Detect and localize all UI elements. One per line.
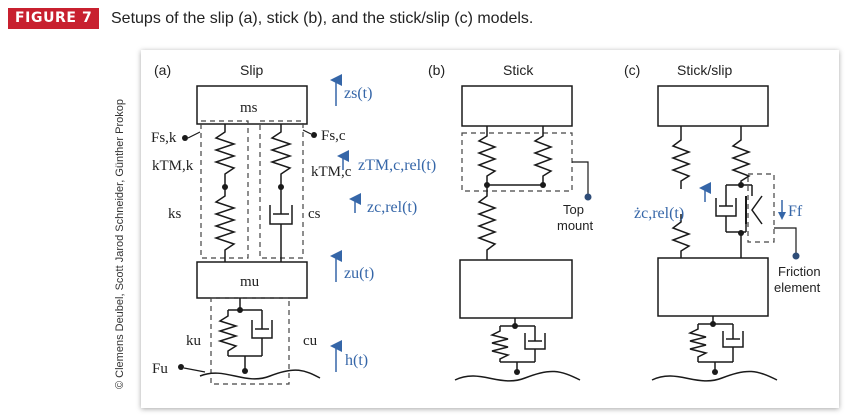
top-mount-spring-right xyxy=(532,126,554,185)
Ff-label: Ff xyxy=(788,203,803,220)
sprung-mass-box xyxy=(461,85,573,127)
panel-a-title: Slip xyxy=(240,62,264,78)
top-mount-label-2: mount xyxy=(557,218,594,233)
tire-spring xyxy=(687,324,709,362)
diagram-panel: (a) Slip ms Fs,k Fs,c kTM,k kTM,c ks cs … xyxy=(141,50,839,408)
unsprung-mass-box xyxy=(196,261,308,299)
zTM-label: zTM,c,rel(t) xyxy=(358,157,436,174)
sprung-mass-box xyxy=(657,85,769,127)
panel-b-tag: (b) xyxy=(428,62,445,78)
top-mount-spring-left xyxy=(670,126,692,189)
figure-header: FIGURE 7 Setups of the slip (a), stick (… xyxy=(0,0,852,34)
panel-b-title: Stick xyxy=(503,62,534,78)
zu-label: zu(t) xyxy=(344,265,374,282)
friction-pointer-dot xyxy=(792,252,800,260)
Fu-label: Fu xyxy=(152,361,168,377)
image-credit: © Clemens Deubel, Scott Jarod Schneider,… xyxy=(114,99,126,389)
ks-spring xyxy=(213,187,237,262)
tire-contact-dot xyxy=(514,369,520,375)
suspension-models-diagram: (a) Slip ms Fs,k Fs,c kTM,k kTM,c ks cs … xyxy=(151,62,821,385)
body-spring xyxy=(476,185,498,260)
panel-a-tag: (a) xyxy=(154,62,171,78)
friction-dashed-box xyxy=(747,173,775,243)
mu-label: mu xyxy=(240,274,260,290)
friction-leader xyxy=(774,227,797,255)
Fsc-leader xyxy=(302,129,312,135)
kTMk-label: kTM,k xyxy=(152,158,194,174)
kTMc-label: kTM,c xyxy=(311,164,352,180)
Ff-arrow-head xyxy=(778,212,786,220)
ks-label: ks xyxy=(168,206,182,222)
Fu-point xyxy=(178,364,184,370)
tire-dashed-box xyxy=(210,297,290,385)
panel-c-stick-slip: (c) Stick/slip Friction element Ff xyxy=(624,62,821,382)
tire-spring xyxy=(489,326,511,362)
zcrel-label: zc,rel(t) xyxy=(367,199,417,216)
Fsk-leader xyxy=(187,131,201,139)
ku-label: ku xyxy=(186,333,202,349)
Fsc-point xyxy=(311,132,317,138)
Fsk-label: Fs,k xyxy=(151,130,177,146)
kTMc-spring xyxy=(269,124,293,186)
unsprung-mass-box xyxy=(459,259,573,319)
ms-label: ms xyxy=(240,100,258,116)
ku-spring xyxy=(217,310,239,356)
zcdot-label: żc,rel(t) xyxy=(634,205,684,222)
sprung-mass-box xyxy=(196,85,308,125)
h-label: h(t) xyxy=(345,352,368,369)
panel-a-slip: (a) Slip ms Fs,k Fs,c kTM,k kTM,c ks cs … xyxy=(151,62,436,385)
friction-label-1: Friction xyxy=(778,264,821,279)
top-mount-label-1: Top xyxy=(563,202,584,217)
top-mount-dashed-box xyxy=(461,132,573,192)
Fsc-label: Fs,c xyxy=(321,128,346,144)
road-profile xyxy=(199,369,321,380)
figure-caption: Setups of the slip (a), stick (b), and t… xyxy=(111,10,534,27)
tire-contact-dot xyxy=(242,368,248,374)
body-spring-left xyxy=(670,214,692,258)
top-mount-spring-right xyxy=(730,126,752,184)
friction-label-2: element xyxy=(774,280,821,295)
road-profile xyxy=(454,370,581,382)
road-profile xyxy=(651,370,778,382)
zs-label: zs(t) xyxy=(344,85,372,102)
panel-c-title: Stick/slip xyxy=(677,62,732,78)
panel-b-stick: (b) Stick Top mount xyxy=(428,62,594,382)
kTMk-spring xyxy=(213,124,237,186)
cu-label: cu xyxy=(303,333,318,349)
tire-contact-dot xyxy=(712,369,718,375)
cs-label: cs xyxy=(308,206,321,222)
friction-wedge xyxy=(751,195,763,225)
top-mount-spring-left xyxy=(476,126,498,185)
Fu-leader xyxy=(183,367,206,373)
top-mount-leader xyxy=(572,161,589,196)
unsprung-mass-box xyxy=(657,257,769,317)
figure-badge: FIGURE 7 xyxy=(8,8,100,29)
Fsk-point xyxy=(182,135,188,141)
top-mount-pointer-dot xyxy=(584,193,592,201)
panel-c-tag: (c) xyxy=(624,62,640,78)
